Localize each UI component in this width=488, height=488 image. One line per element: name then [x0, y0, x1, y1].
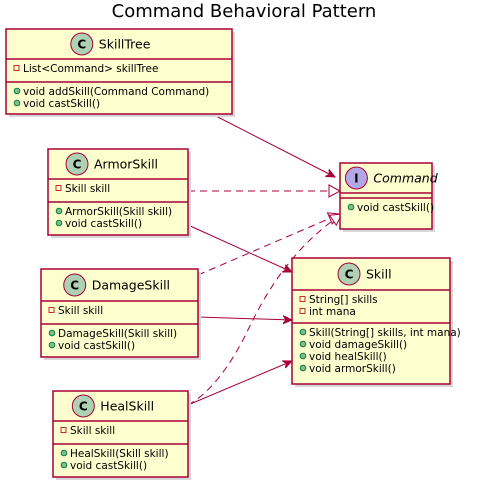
method: void healSkill() — [309, 351, 387, 363]
public-visibility-icon — [60, 461, 68, 469]
private-visibility-icon — [60, 427, 67, 433]
private-visibility-icon — [48, 307, 55, 313]
association-healskill-skill — [187, 361, 292, 406]
class-command[interactable]: I Command void castSkill() — [339, 162, 438, 232]
interface-name: Command — [373, 171, 437, 186]
stereotype-letter: I — [354, 172, 358, 186]
private-visibility-icon — [299, 296, 306, 302]
association-skilltree-command — [211, 113, 335, 177]
method: void addSkill(Command Command) — [23, 86, 209, 98]
class-icon — [70, 32, 94, 56]
method: void castSkill() — [65, 218, 142, 230]
realization-healskill-command — [187, 213, 343, 406]
method: void castSkill() — [70, 460, 147, 472]
class-name: SkillTree — [99, 37, 151, 52]
class-icon — [63, 273, 87, 297]
class-icon — [65, 152, 89, 176]
field: List<Command> skillTree — [23, 63, 158, 75]
relations — [187, 113, 343, 406]
stereotype-letter: C — [79, 400, 88, 414]
stereotype-letter: C — [345, 268, 354, 282]
public-visibility-icon — [347, 203, 355, 211]
diagram-title: Command Behavioral Pattern — [112, 1, 377, 22]
public-visibility-icon — [299, 352, 307, 360]
field: Skill skill — [58, 305, 103, 317]
field: Skill skill — [70, 425, 115, 437]
method: void damageSkill() — [309, 339, 407, 351]
public-visibility-icon — [299, 364, 307, 372]
class-name: Skill — [366, 267, 392, 282]
method: void castSkill() — [357, 202, 434, 214]
realization-damageskill-command — [197, 212, 341, 276]
box-body — [5, 28, 233, 115]
stereotype-letter: C — [70, 279, 79, 293]
public-visibility-icon — [299, 328, 307, 336]
private-visibility-icon — [13, 65, 20, 71]
field: String[] skills — [309, 294, 378, 306]
public-visibility-icon — [13, 87, 21, 95]
class-name: DamageSkill — [92, 278, 170, 293]
method: ArmorSkill(Skill skill) — [65, 206, 172, 218]
field: Skill skill — [65, 183, 110, 195]
interface-icon — [344, 166, 368, 190]
public-visibility-icon — [48, 329, 56, 337]
class-icon — [337, 262, 361, 286]
class-name: HealSkill — [100, 399, 154, 414]
public-visibility-icon — [55, 219, 63, 227]
public-visibility-icon — [48, 341, 56, 349]
public-visibility-icon — [299, 340, 307, 348]
association-damageskill-skill — [197, 317, 292, 320]
stereotype-letter: C — [73, 158, 82, 172]
method: void castSkill() — [58, 340, 135, 352]
class-name: ArmorSkill — [94, 157, 158, 172]
association-armorskill-skill — [187, 224, 292, 272]
public-visibility-icon — [13, 99, 21, 107]
method: Skill(String[] skills, int mana) — [309, 327, 461, 339]
public-visibility-icon — [60, 449, 68, 457]
private-visibility-icon — [299, 308, 306, 314]
class-icon — [71, 394, 95, 418]
field: int mana — [309, 306, 356, 318]
box-body — [291, 257, 451, 385]
public-visibility-icon — [55, 207, 63, 215]
method: HealSkill(Skill skill) — [70, 448, 169, 460]
private-visibility-icon — [55, 185, 62, 191]
stereotype-letter: C — [77, 38, 86, 52]
method: void castSkill() — [23, 98, 100, 110]
method: void armorSkill() — [309, 363, 396, 375]
method: DamageSkill(Skill skill) — [58, 328, 177, 340]
